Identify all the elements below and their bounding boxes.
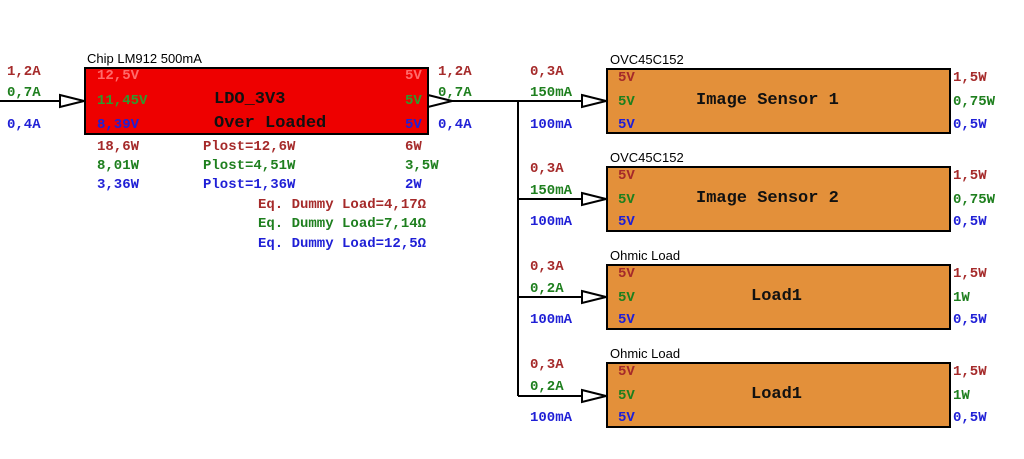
load-voltage-green: 5V [618,290,635,306]
load-name: Image Sensor 2 [696,189,839,208]
ldo-pin-blue: 3,36W [97,177,140,193]
load-current-green: 150mA [530,85,573,101]
load-arrow-1 [581,93,607,109]
input-current-green: 0,7A [7,85,41,101]
load-arrow-4 [581,388,607,404]
input-arrow [59,93,85,109]
load-block-load1-2[interactable] [606,362,951,428]
ldo-pin-green: 8,01W [97,158,140,174]
input-current-red: 1,2A [7,64,41,80]
load-voltage-blue: 5V [618,312,635,328]
load-block-image-sensor-1[interactable] [606,68,951,134]
load-power-green: 1W [953,290,970,306]
load-voltage-blue: 5V [618,117,635,133]
load-voltage-red: 5V [618,70,635,86]
ldo-pout-red: 6W [405,139,422,155]
load-block-image-sensor-2[interactable] [606,166,951,232]
ldo-vin-green: 11,45V [97,93,148,109]
load-caption: Ohmic Load [610,346,681,361]
ldo-dummy-green: Eq. Dummy Load=7,14Ω [258,216,427,232]
ldo-pout-green: 3,5W [405,158,439,174]
load-power-green: 0,75W [953,192,996,208]
load-voltage-green: 5V [618,94,635,110]
load-name: Image Sensor 1 [696,91,839,110]
load-current-green: 150mA [530,183,573,199]
load-power-blue: 0,5W [953,312,987,328]
ldo-vout-red: 5V [405,68,422,84]
load-name: Load1 [751,385,803,404]
output-current-blue: 0,4A [438,117,472,133]
ldo-pout-blue: 2W [405,177,422,193]
output-current-green: 0,7A [438,85,472,101]
ldo-dummy-red: Eq. Dummy Load=4,17Ω [258,197,427,213]
load-current-blue: 100mA [530,312,573,328]
load-current-green: 0,2A [530,281,564,297]
ldo-vout-blue: 5V [405,117,422,133]
ldo-vin-red: 12,5V [97,68,140,84]
ldo-status: Over Loaded [214,114,327,133]
ldo-caption: Chip LM912 500mA [87,51,202,66]
load-power-green: 0,75W [953,94,996,110]
load-block-load1[interactable] [606,264,951,330]
load-current-red: 0,3A [530,357,564,373]
load-voltage-blue: 5V [618,410,635,426]
load-voltage-blue: 5V [618,214,635,230]
load-current-red: 0,3A [530,259,564,275]
load-power-red: 1,5W [953,364,987,380]
load-name: Load1 [751,287,803,306]
load-current-red: 0,3A [530,64,564,80]
ldo-vin-blue: 8,39V [97,117,140,133]
load-power-blue: 0,5W [953,410,987,426]
ldo-vout-green: 5V [405,93,422,109]
load-arrow-2 [581,191,607,207]
ldo-block[interactable] [84,67,429,135]
output-current-red: 1,2A [438,64,472,80]
load-caption: OVC45C152 [610,52,684,67]
ldo-plost-blue: Plost=1,36W [203,177,296,193]
load-arrow-3 [581,289,607,305]
input-current-blue: 0,4A [7,117,41,133]
load-power-red: 1,5W [953,70,987,86]
ldo-dummy-blue: Eq. Dummy Load=12,5Ω [258,236,427,252]
load-caption: OVC45C152 [610,150,684,165]
load-power-red: 1,5W [953,168,987,184]
load-voltage-red: 5V [618,364,635,380]
ldo-pin-red: 18,6W [97,139,140,155]
load-power-green: 1W [953,388,970,404]
load-voltage-red: 5V [618,168,635,184]
load-current-green: 0,2A [530,379,564,395]
load-power-red: 1,5W [953,266,987,282]
load-current-red: 0,3A [530,161,564,177]
load-power-blue: 0,5W [953,117,987,133]
load-current-blue: 100mA [530,117,573,133]
load-current-blue: 100mA [530,410,573,426]
load-voltage-red: 5V [618,266,635,282]
load-current-blue: 100mA [530,214,573,230]
load-voltage-green: 5V [618,388,635,404]
load-power-blue: 0,5W [953,214,987,230]
ldo-name: LDO_3V3 [214,90,286,109]
ldo-plost-green: Plost=4,51W [203,158,296,174]
load-voltage-green: 5V [618,192,635,208]
ldo-plost-red: Plost=12,6W [203,139,296,155]
load-caption: Ohmic Load [610,248,681,263]
